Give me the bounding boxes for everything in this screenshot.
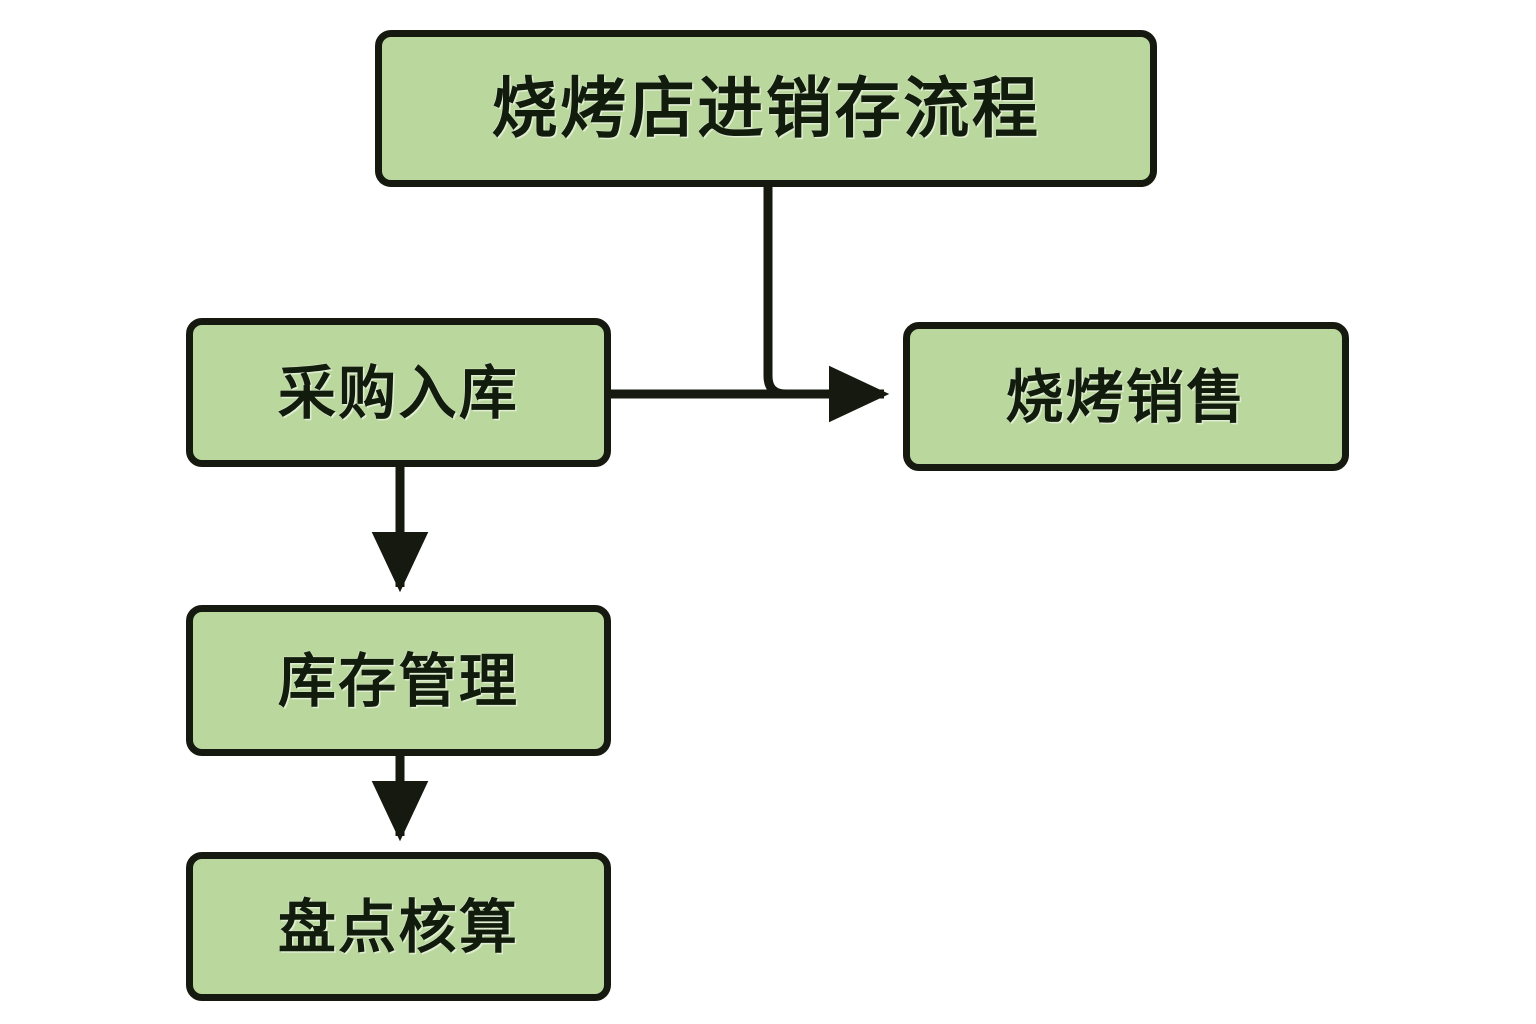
node-purchase-label: 采购入库: [277, 358, 520, 427]
edge-title-to-sales: [763, 186, 830, 399]
node-stocktake[interactable]: 盘点核算: [186, 852, 611, 1001]
node-purchase[interactable]: 采购入库: [186, 318, 611, 467]
node-sales-label: 烧烤销售: [1005, 362, 1247, 431]
node-inventory[interactable]: 库存管理: [186, 605, 611, 756]
node-inventory-label: 库存管理: [277, 646, 520, 715]
node-stocktake-label: 盘点核算: [277, 892, 520, 961]
node-title-label: 烧烤店进销存流程: [491, 69, 1041, 147]
node-title[interactable]: 烧烤店进销存流程: [375, 30, 1157, 187]
node-sales[interactable]: 烧烤销售: [903, 322, 1349, 471]
